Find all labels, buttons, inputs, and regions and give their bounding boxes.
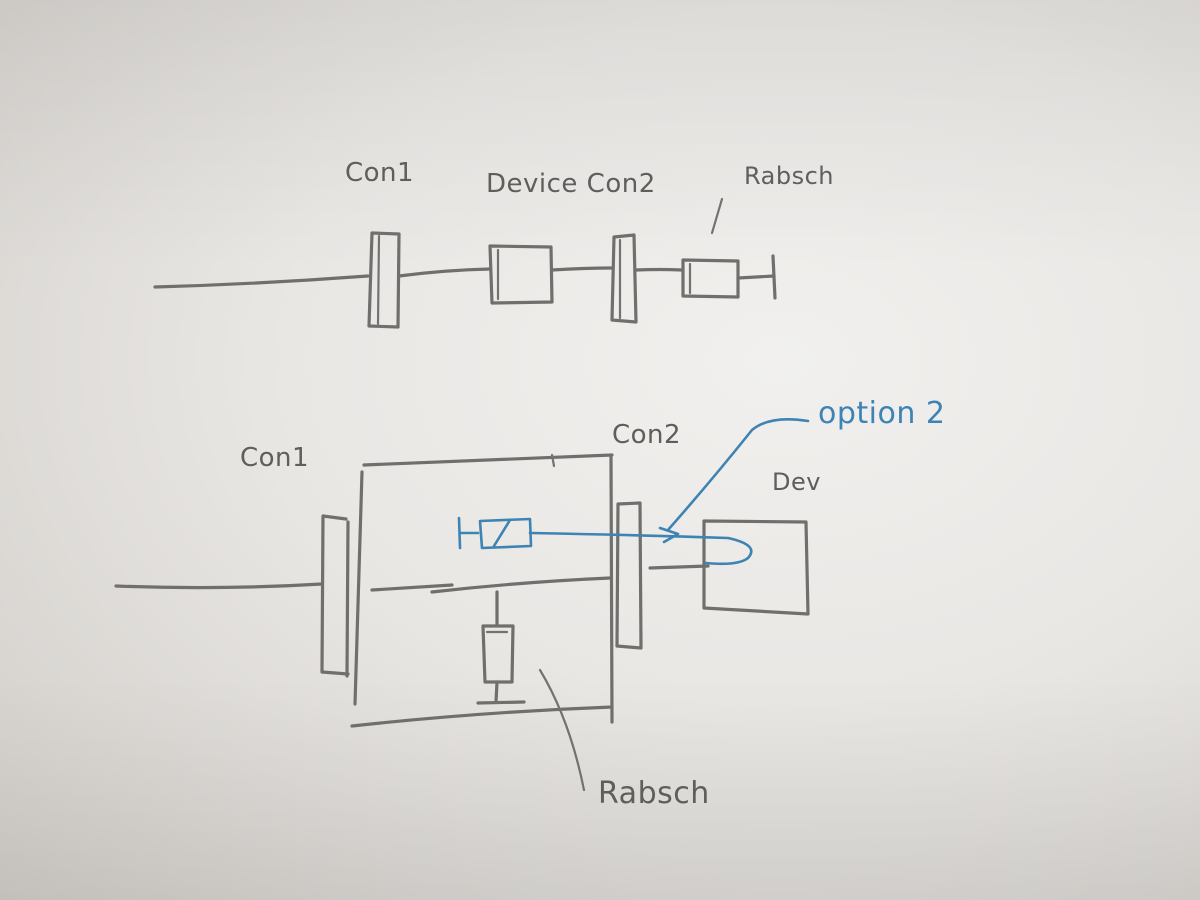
top-con1-inner-line xyxy=(376,234,381,326)
bottom-input-line xyxy=(114,582,324,590)
bottom-rabsch-label: Rabsch xyxy=(598,776,710,811)
bottom-enclosure-top xyxy=(362,453,614,467)
bottom-enclosure-right xyxy=(609,455,614,724)
bottom-dev-box xyxy=(702,519,810,616)
option2-resistor xyxy=(478,517,533,550)
bottom-internal-wire-a xyxy=(370,583,454,592)
bottom-wire-con2-dev xyxy=(648,564,710,570)
top-wire-device-con2 xyxy=(550,266,614,272)
top-device-box xyxy=(488,244,554,305)
bottom-rabsch-pointer xyxy=(538,668,586,792)
bottom-enclosure-bottom xyxy=(350,705,614,728)
bottom-enclosure-left xyxy=(353,470,364,706)
bottom-resistor xyxy=(481,624,515,684)
top-con1-connector xyxy=(367,231,401,329)
top-wire-con2-resistor xyxy=(634,267,684,272)
option2-overlay xyxy=(457,418,810,566)
top-con1-label: Con1 xyxy=(345,158,415,188)
bottom-resistor-ground-lead xyxy=(494,680,499,704)
top-resistor xyxy=(681,258,740,299)
top-termination-wire xyxy=(736,274,776,280)
bottom-internal-wire-b xyxy=(430,576,612,594)
top-con2-connector xyxy=(610,233,638,324)
bottom-con2-connector xyxy=(615,501,643,650)
bottom-con1-inner-line xyxy=(345,520,350,678)
bottom-ground-bar xyxy=(476,700,526,705)
top-input-line xyxy=(153,274,370,289)
top-wire-con1-device xyxy=(397,267,492,278)
top-termination-bar xyxy=(771,254,777,300)
bottom-con1-connector xyxy=(320,514,350,676)
option2-leader xyxy=(666,418,810,532)
bottom-circuit xyxy=(114,453,810,792)
top-device-label: Device Con2 xyxy=(486,169,656,199)
bottom-con2-label: Con2 xyxy=(612,420,682,450)
option2-arrowhead xyxy=(658,526,680,544)
option2-label: option 2 xyxy=(818,396,946,431)
bottom-dev-label: Dev xyxy=(772,468,821,496)
top-circuit xyxy=(153,197,777,329)
option2-wire xyxy=(528,531,753,566)
bottom-con1-label: Con1 xyxy=(240,443,310,473)
bottom-enclosure-top-tick xyxy=(550,453,556,468)
top-rabsch-pointer xyxy=(710,197,724,235)
option2-resistor-slash xyxy=(492,518,512,548)
top-rabsch-label: Rabsch xyxy=(744,162,834,190)
